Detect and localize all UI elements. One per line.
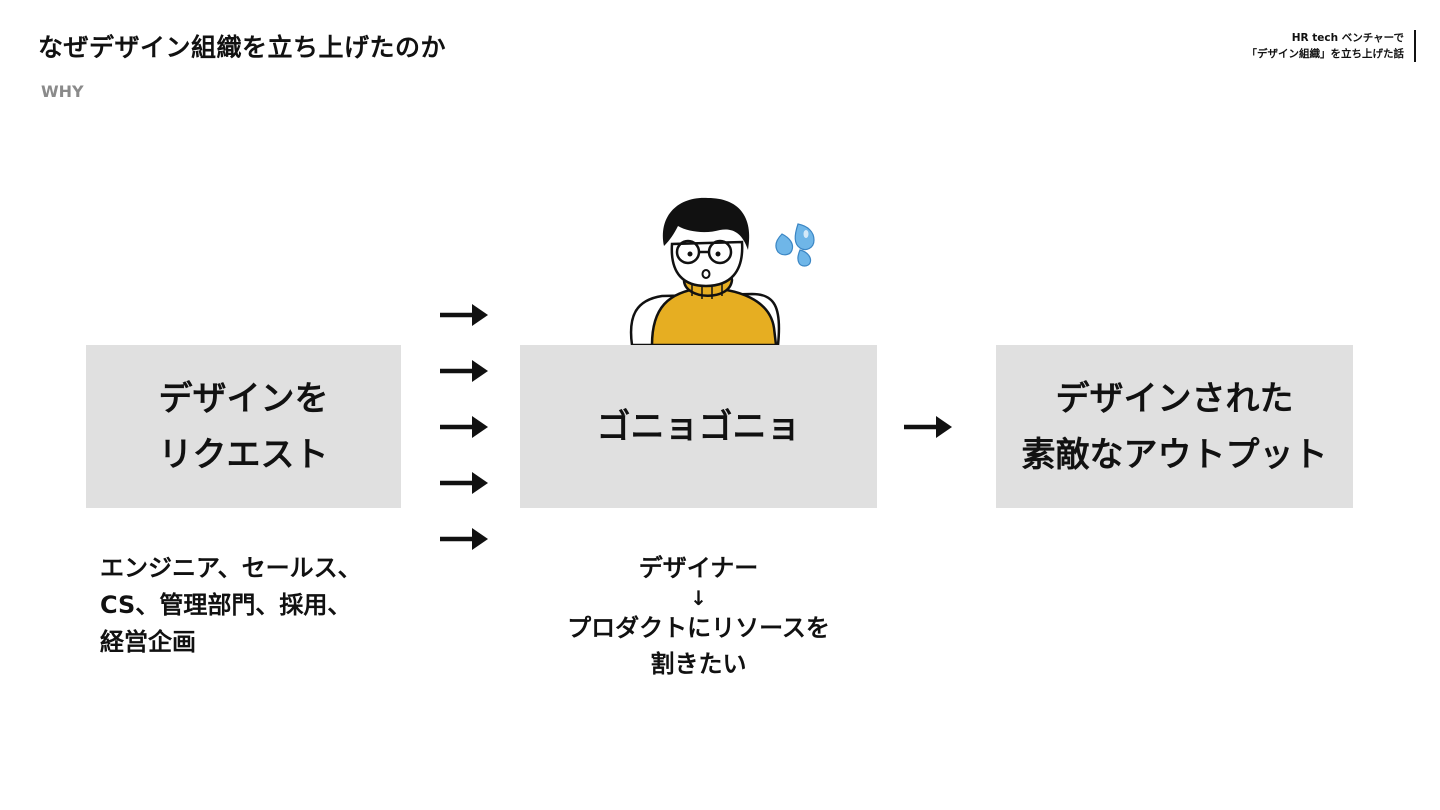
right-arrow-icon: [440, 472, 488, 494]
stressed-designer-illustration: [629, 197, 781, 346]
output-box-line2: 素敵なアウトプット: [1021, 434, 1328, 475]
deck-label: HR tech ベンチャーで 「デザイン組織」を立ち上げた話: [1246, 30, 1416, 62]
output-box-line1: デザインされた: [1055, 378, 1294, 419]
designer-caption-line1: デザイナー: [638, 554, 759, 582]
down-arrow-icon: ↓: [690, 586, 707, 610]
requesters-caption-line3: 経営企画: [100, 628, 196, 656]
sweat-drops-icon: [775, 223, 815, 267]
request-box-line1: デザインを: [158, 378, 329, 419]
process-box-label: ゴニョゴニョ: [596, 406, 801, 447]
right-arrow-icon: [440, 416, 488, 438]
right-arrow-icon: [904, 416, 952, 438]
request-box-line2: リクエスト: [158, 434, 329, 475]
output-box: デザインされた 素敵なアウトプット: [996, 345, 1353, 508]
right-arrow-icon: [440, 304, 488, 326]
requesters-caption-line2: CS、管理部門、採用、: [100, 591, 352, 619]
process-box: ゴニョゴニョ: [520, 345, 877, 508]
designer-caption-line3: 割きたい: [650, 650, 747, 678]
deck-label-line1: HR tech ベンチャーで: [1291, 32, 1404, 44]
request-box: デザインを リクエスト: [86, 345, 401, 508]
requesters-caption-line1: エンジニア、セールス、: [100, 554, 362, 582]
slide-title: なぜデザイン組織を立ち上げたのか: [38, 33, 447, 62]
slide-subtitle: WHY: [41, 82, 84, 101]
requesters-caption: エンジニア、セールス、 CS、管理部門、採用、 経営企画: [100, 550, 362, 661]
designer-caption-line2: プロダクトにリソースを: [567, 614, 830, 642]
deck-label-line2: 「デザイン組織」を立ち上げた話: [1246, 48, 1405, 60]
designer-caption: デザイナー ↓ プロダクトにリソースを 割きたい: [520, 550, 877, 682]
right-arrow-icon: [440, 528, 488, 550]
right-arrow-icon: [440, 360, 488, 382]
